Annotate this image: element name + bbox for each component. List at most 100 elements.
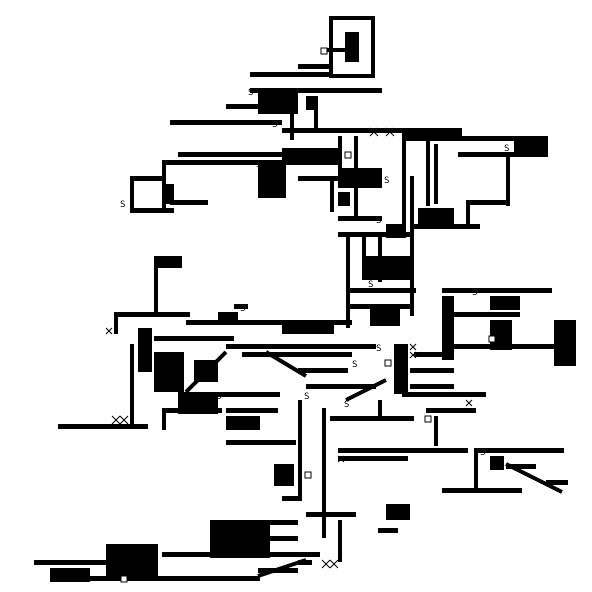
wall-segment: [330, 416, 414, 421]
wall-block: [386, 224, 406, 238]
rubble-marker: [105, 327, 113, 335]
wall-segment: [338, 216, 382, 221]
wall-segment: [426, 408, 476, 413]
wall-segment: [506, 464, 536, 469]
wall-block: [258, 92, 298, 114]
wall-segment: [338, 520, 342, 562]
wall-block: [226, 416, 260, 430]
wall-block: [282, 320, 334, 334]
wall-segment: [378, 400, 382, 420]
wall-segment: [329, 16, 333, 78]
wall-segment: [298, 400, 302, 500]
wall-block: [514, 136, 548, 154]
wall-block: [442, 296, 454, 360]
stairs-glyph: S: [352, 360, 357, 370]
wall-segment: [282, 496, 302, 501]
wall-block: [258, 160, 286, 198]
wall-segment: [338, 136, 342, 176]
diagonal-corridor: [257, 558, 307, 578]
wall-segment: [162, 160, 338, 165]
rubble-marker: [337, 455, 345, 463]
wall-block: [402, 128, 462, 138]
wall-segment: [298, 560, 312, 565]
wall-segment: [250, 72, 330, 77]
wall-segment: [346, 288, 416, 293]
wall-segment: [250, 88, 382, 93]
wall-segment: [34, 560, 110, 565]
wall-segment: [454, 312, 520, 317]
wall-segment: [130, 344, 134, 424]
wall-block: [362, 256, 410, 280]
wall-segment: [454, 344, 554, 349]
stairs-glyph: S: [376, 216, 381, 226]
wall-segment: [329, 74, 375, 78]
diagonal-corridor: [264, 350, 308, 378]
wall-segment: [226, 344, 376, 349]
wall-block: [345, 32, 359, 62]
door-marker: [344, 151, 352, 159]
wall-segment: [290, 104, 294, 140]
wall-segment: [434, 144, 438, 204]
wall-segment: [162, 408, 222, 413]
wall-segment: [170, 120, 282, 125]
wall-segment: [298, 368, 348, 373]
wall-segment: [154, 336, 234, 341]
wall-block: [50, 568, 90, 582]
wall-segment: [329, 16, 375, 20]
wall-segment: [466, 200, 510, 205]
wall-segment: [410, 176, 414, 316]
wall-segment: [306, 512, 356, 517]
wall-segment: [130, 176, 134, 212]
wall-segment: [414, 352, 454, 357]
rubble-marker: [409, 343, 417, 359]
wall-segment: [170, 200, 208, 205]
wall-block: [394, 344, 408, 394]
wall-segment: [402, 136, 406, 236]
wall-segment: [58, 424, 148, 429]
wall-segment: [474, 448, 478, 488]
stairs-glyph: S: [472, 288, 477, 298]
wall-segment: [306, 384, 376, 389]
wall-segment: [242, 352, 352, 357]
wall-segment: [338, 232, 410, 237]
wall-segment: [186, 320, 352, 325]
wall-segment: [258, 520, 298, 525]
wall-block: [282, 148, 338, 164]
wall-block: [418, 208, 454, 228]
wall-block: [490, 456, 504, 470]
door-marker: [304, 471, 312, 479]
stairs-glyph: S: [384, 176, 389, 186]
wall-segment: [210, 392, 280, 397]
rubble-marker: [321, 559, 339, 569]
rubble-marker: [111, 415, 129, 425]
wall-segment: [426, 136, 430, 206]
stairs-glyph: S: [368, 280, 373, 290]
door-marker: [120, 575, 128, 583]
stairs-glyph: S: [344, 400, 349, 410]
rubble-marker: [465, 399, 473, 407]
wall-block: [274, 464, 294, 486]
wall-segment: [154, 256, 158, 316]
wall-segment: [322, 408, 326, 538]
wall-segment: [458, 152, 548, 157]
wall-segment: [234, 304, 248, 309]
wall-segment: [226, 440, 296, 445]
wall-block: [154, 352, 184, 392]
wall-segment: [442, 288, 552, 293]
wall-segment: [474, 448, 564, 453]
wall-segment: [410, 384, 454, 389]
door-marker: [384, 359, 392, 367]
wall-segment: [162, 408, 166, 430]
diagonal-corridor: [184, 350, 228, 394]
wall-segment: [314, 108, 318, 130]
stairs-glyph: S: [376, 344, 381, 354]
stairs-glyph: S: [304, 392, 309, 402]
wall-block: [306, 96, 318, 110]
wall-segment: [130, 208, 174, 213]
wall-block: [338, 168, 382, 188]
stairs-glyph: S: [240, 304, 245, 314]
diagonal-corridor: [505, 462, 563, 494]
wall-segment: [130, 176, 166, 181]
door-marker: [424, 415, 432, 423]
